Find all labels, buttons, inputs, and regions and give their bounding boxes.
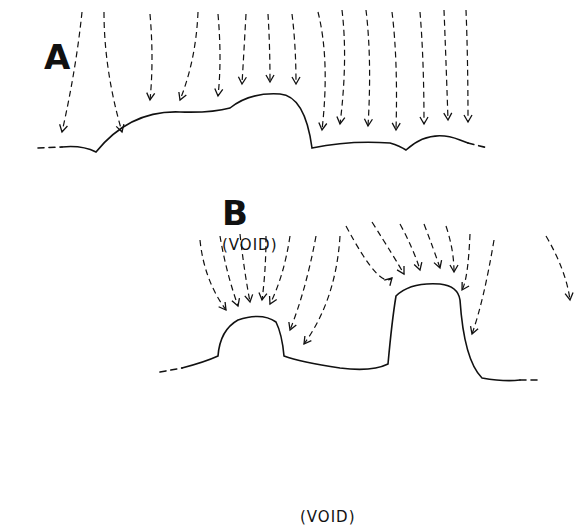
void-label: (VOID) [300, 510, 355, 525]
panel-letter: B [222, 196, 248, 230]
surface-dashed [468, 143, 488, 148]
surface-a [62, 94, 468, 152]
void-label: (VOID) [222, 238, 277, 253]
flux-arrows [62, 10, 570, 344]
surface-dashed [520, 379, 538, 381]
surface-b [182, 284, 520, 381]
surface-dashed [38, 147, 62, 148]
surface-dashed [160, 368, 182, 372]
panel-letter: A [44, 40, 70, 74]
